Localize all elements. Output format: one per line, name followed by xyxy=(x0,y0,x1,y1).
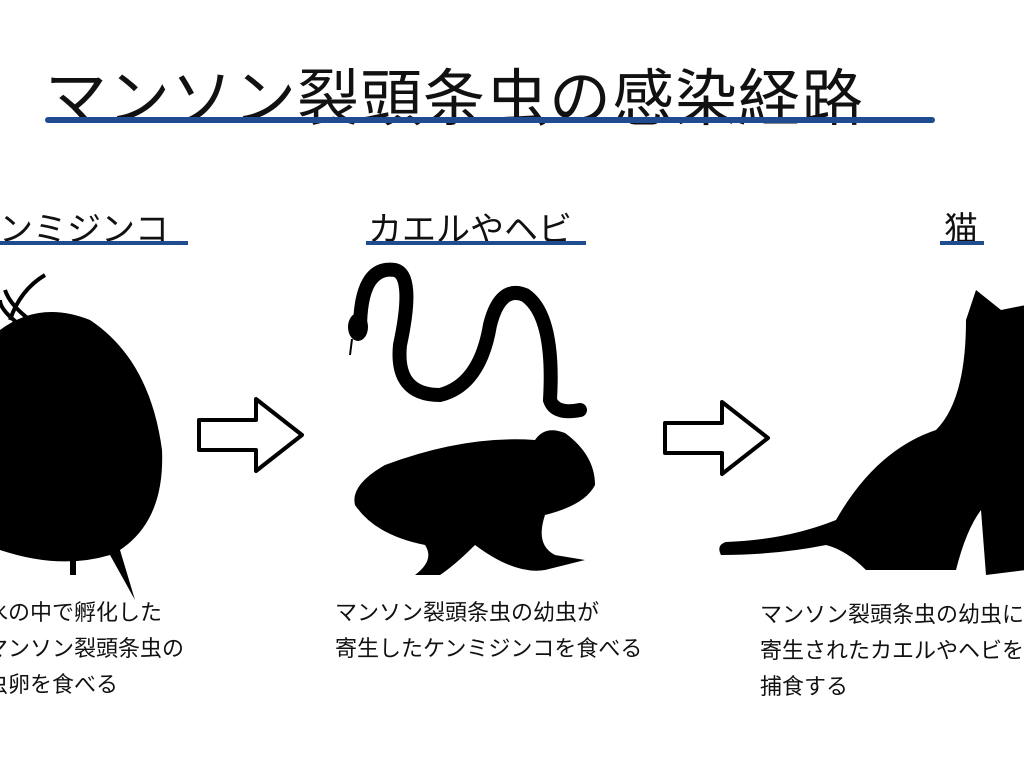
label-underline xyxy=(366,241,586,245)
stage-description-copepod: 水の中で孵化した マンソン裂頭条虫の 虫卵を食べる xyxy=(0,596,184,704)
arrow-right-icon xyxy=(663,400,770,476)
label-underline xyxy=(0,241,188,245)
frog-silhouette-icon xyxy=(354,430,595,575)
description-line: マンソン裂頭条虫の xyxy=(0,637,185,662)
cat-silhouette-icon xyxy=(719,290,1024,575)
description-line: 虫卵を食べる xyxy=(0,673,119,698)
description-line: 水の中で孵化した xyxy=(0,601,163,626)
snake-silhouette-icon xyxy=(348,262,587,419)
stage-description-frog-snake: マンソン裂頭条虫の幼虫が 寄生したケンミジンコを食べる xyxy=(335,596,642,668)
description-line: 寄生したケンミジンコを食べる xyxy=(335,637,643,662)
description-line: マンソン裂頭条虫の幼虫が xyxy=(335,601,600,626)
description-line: 寄生されたカエルやヘビを xyxy=(760,639,1024,664)
page-title: マンソン裂頭条虫の感染経路 xyxy=(45,62,865,135)
arrow-right-icon xyxy=(197,397,304,473)
label-underline xyxy=(940,241,984,245)
description-line: マンソン裂頭条虫の幼虫に xyxy=(760,603,1024,628)
description-line: 捕食する xyxy=(760,675,849,700)
title-underline xyxy=(45,117,935,123)
stage-description-cat: マンソン裂頭条虫の幼虫に 寄生されたカエルやヘビを 捕食する xyxy=(760,598,1024,706)
copepod-silhouette-icon xyxy=(0,273,163,600)
